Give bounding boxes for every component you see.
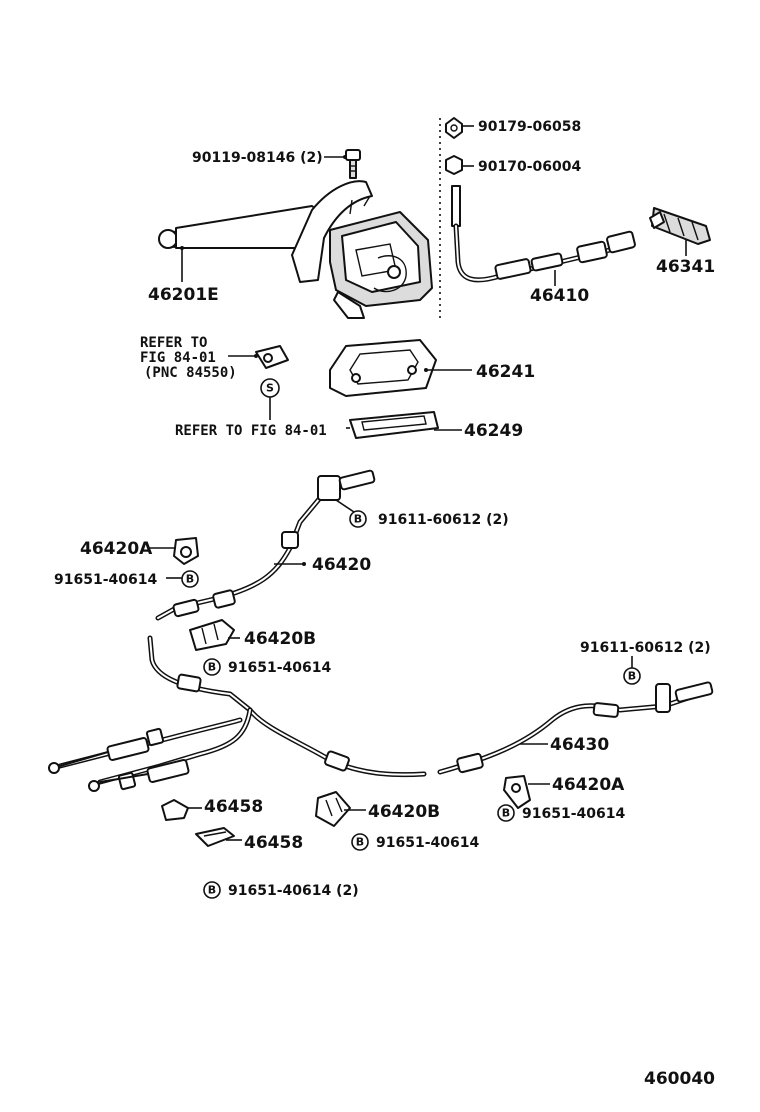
svg-text:B: B xyxy=(186,573,194,586)
diagram-id: 460040 xyxy=(644,1069,715,1089)
clip-fig-84-01[interactable] xyxy=(255,345,289,369)
label-46410[interactable]: 46410 xyxy=(530,286,589,306)
s-badge: S xyxy=(260,378,280,398)
label-46458-lower[interactable]: 46458 xyxy=(244,833,303,853)
b-badge-91651-bottom: B xyxy=(203,881,221,899)
b-badge-91651-left: B xyxy=(181,570,199,588)
label-46458-upper[interactable]: 46458 xyxy=(204,797,263,817)
svg-text:B: B xyxy=(208,661,216,674)
label-46420A-left[interactable]: 46420A xyxy=(80,539,153,559)
svg-text:B: B xyxy=(356,836,364,849)
clip-46420A-left[interactable] xyxy=(173,537,199,565)
svg-text:B: B xyxy=(354,513,362,526)
label-refer-to-fig-84-01[interactable]: REFER TO FIG 84-01 xyxy=(175,423,327,439)
label-91651-40614-bottom[interactable]: 91651-40614 (2) xyxy=(228,883,359,899)
label-91611-60612-upper[interactable]: 91611-60612 (2) xyxy=(378,512,509,528)
boot-46249[interactable] xyxy=(349,411,439,439)
parking-brake-lever[interactable] xyxy=(158,180,433,319)
label-46341[interactable]: 46341 xyxy=(656,257,715,277)
label-46249[interactable]: 46249 xyxy=(464,421,523,441)
console-tray-46241[interactable] xyxy=(329,339,437,397)
svg-text:B: B xyxy=(208,884,216,897)
nut-90170-06004[interactable] xyxy=(445,155,463,175)
b-badge-91651-upper-clip: B xyxy=(203,658,221,676)
label-90119-08146[interactable]: 90119-08146 (2) xyxy=(192,150,323,166)
label-fig-84-01[interactable]: FIG 84-01 xyxy=(140,350,216,366)
svg-text:B: B xyxy=(502,807,510,820)
rear-cable-46430[interactable] xyxy=(437,681,714,775)
label-pnc-84550: (PNC 84550) xyxy=(144,365,237,381)
label-46201E[interactable]: 46201E xyxy=(148,285,219,305)
svg-text:S: S xyxy=(266,382,274,395)
clip-46458-upper[interactable] xyxy=(161,799,189,821)
svg-text:B: B xyxy=(628,670,636,683)
label-46420B-lower[interactable]: 46420B xyxy=(368,802,440,822)
clip-46458-lower[interactable] xyxy=(195,827,235,847)
lower-cable-assembly[interactable] xyxy=(48,635,427,792)
rear-cable-46420[interactable] xyxy=(155,469,376,621)
b-badge-91651-right: B xyxy=(497,804,515,822)
b-badge-91611-upper: B xyxy=(349,510,367,528)
label-46420A-right[interactable]: 46420A xyxy=(552,775,625,795)
nut-90179-06058[interactable] xyxy=(445,117,463,139)
label-90170-06004[interactable]: 90170-06004 xyxy=(478,159,581,175)
b-badge-91651-lower: B xyxy=(351,833,369,851)
label-90179-06058[interactable]: 90179-06058 xyxy=(478,119,581,135)
label-91651-40614-right[interactable]: 91651-40614 xyxy=(522,806,625,822)
leader-lines xyxy=(148,125,687,841)
clip-46420A-right[interactable] xyxy=(503,775,531,809)
label-refer-to: REFER TO xyxy=(140,335,207,351)
label-91651-40614-upper-clip[interactable]: 91651-40614 xyxy=(228,660,331,676)
label-91651-40614-lower[interactable]: 91651-40614 xyxy=(376,835,479,851)
label-46420B-upper[interactable]: 46420B xyxy=(244,629,316,649)
front-brake-cable-46410[interactable] xyxy=(451,185,636,283)
b-badge-91611-right: B xyxy=(623,667,641,685)
label-46430[interactable]: 46430 xyxy=(550,735,609,755)
clip-46420B-upper[interactable] xyxy=(189,619,235,651)
label-46241[interactable]: 46241 xyxy=(476,362,535,382)
bolt-90119-08146[interactable] xyxy=(345,149,361,179)
cable-clip-46341[interactable] xyxy=(649,207,711,245)
clip-46420B-lower[interactable] xyxy=(315,791,351,827)
label-91611-60612-right[interactable]: 91611-60612 (2) xyxy=(580,640,711,656)
label-46420[interactable]: 46420 xyxy=(312,555,371,575)
label-91651-40614-left[interactable]: 91651-40614 xyxy=(54,572,157,588)
